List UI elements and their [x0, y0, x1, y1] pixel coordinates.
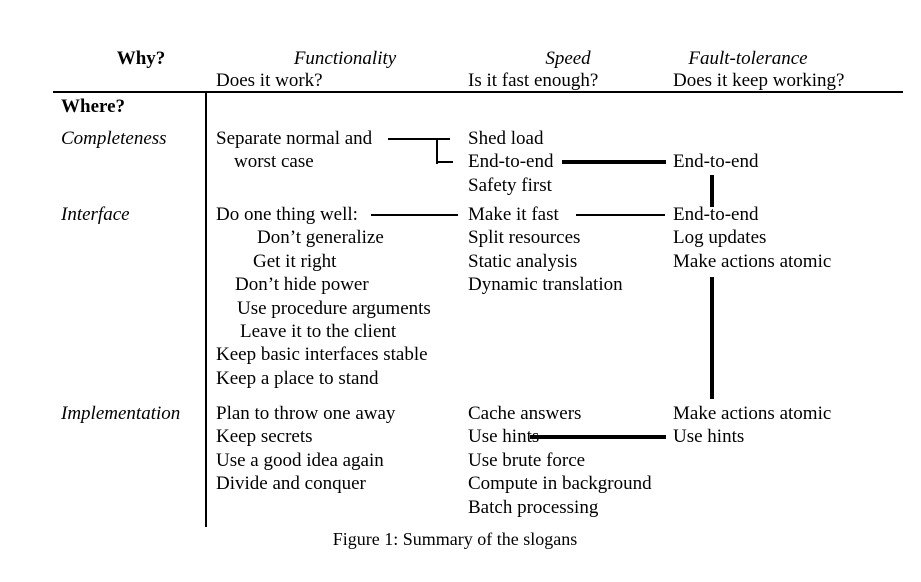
- row-label-implementation: Implementation: [61, 403, 181, 424]
- slogan-use-a-good-idea-again: Use a good idea again: [216, 450, 384, 471]
- slogan-separate-normal-and: Separate normal and: [216, 128, 373, 149]
- slogan-plan-to-throw-one-away: Plan to throw one away: [216, 403, 396, 424]
- slogan-do-one-thing-well: Do one thing well:: [216, 204, 358, 225]
- link-separate-normal-to-shed-load-line: [388, 138, 450, 140]
- link-bracket-to-end-to-end-line: [436, 161, 453, 163]
- slogan-use-procedure-arguments: Use procedure arguments: [237, 298, 431, 319]
- slogan-end-to-end-speed-completeness: End-to-end: [468, 151, 554, 172]
- slogan-shed-load: Shed load: [468, 128, 544, 149]
- header-where: Where?: [61, 96, 126, 117]
- col-question-speed: Is it fast enough?: [468, 70, 599, 91]
- slogan-use-hints-fault: Use hints: [673, 426, 745, 447]
- slogan-divide-and-conquer: Divide and conquer: [216, 473, 366, 494]
- slogan-leave-it-to-the-client: Leave it to the client: [240, 321, 397, 342]
- table-divider-rule: [205, 91, 207, 527]
- link-make-it-fast-to-end-to-end-line: [576, 214, 665, 216]
- slogan-dont-hide-power: Don’t hide power: [235, 274, 369, 295]
- slogan-use-brute-force: Use brute force: [468, 450, 586, 471]
- figure-caption: Figure 1: Summary of the slogans: [332, 529, 578, 549]
- slogan-make-actions-atomic-implementation: Make actions atomic: [673, 403, 832, 424]
- col-question-fault-tolerance: Does it keep working?: [673, 70, 845, 91]
- slogan-safety-first: Safety first: [468, 175, 552, 196]
- slogan-keep-secrets: Keep secrets: [216, 426, 313, 447]
- col-title-functionality: Functionality: [293, 48, 397, 69]
- row-label-interface: Interface: [61, 204, 130, 225]
- link-do-one-thing-well-to-make-it-fast-line: [371, 214, 458, 216]
- slogan-log-updates: Log updates: [673, 227, 767, 248]
- slogan-end-to-end-fault-completeness: End-to-end: [673, 151, 759, 172]
- link-use-hints-speed-to-fault-line: [530, 435, 666, 439]
- slogan-make-it-fast: Make it fast: [468, 204, 559, 225]
- slogan-dynamic-translation: Dynamic translation: [468, 274, 623, 295]
- slogan-get-it-right: Get it right: [253, 251, 337, 272]
- slogan-use-hints-speed: Use hints: [468, 426, 540, 447]
- row-label-completeness: Completeness: [61, 128, 167, 149]
- slogan-worst-case: worst case: [234, 151, 314, 172]
- slogan-keep-a-place-to-stand: Keep a place to stand: [216, 368, 379, 389]
- link-make-actions-atomic-vertical-line: [710, 277, 714, 399]
- slogan-dont-generalize: Don’t generalize: [257, 227, 384, 248]
- slogan-cache-answers: Cache answers: [468, 403, 582, 424]
- col-title-fault-tolerance: Fault-tolerance: [688, 48, 808, 69]
- col-title-speed: Speed: [545, 48, 591, 69]
- slogan-keep-basic-interfaces-stable: Keep basic interfaces stable: [216, 344, 428, 365]
- slogan-split-resources: Split resources: [468, 227, 581, 248]
- col-question-functionality: Does it work?: [216, 70, 323, 91]
- slogan-compute-in-background: Compute in background: [468, 473, 652, 494]
- slogan-static-analysis: Static analysis: [468, 251, 578, 272]
- table-header-rule: [53, 91, 903, 93]
- header-why: Why?: [116, 48, 166, 69]
- link-bracket-vertical-line: [436, 138, 438, 164]
- slogan-end-to-end-fault-interface: End-to-end: [673, 204, 759, 225]
- slogan-make-actions-atomic-interface: Make actions atomic: [673, 251, 832, 272]
- link-end-to-end-speed-to-fault-line: [562, 160, 666, 164]
- slogan-batch-processing: Batch processing: [468, 497, 599, 518]
- link-end-to-end-completeness-to-interface-line: [710, 175, 714, 207]
